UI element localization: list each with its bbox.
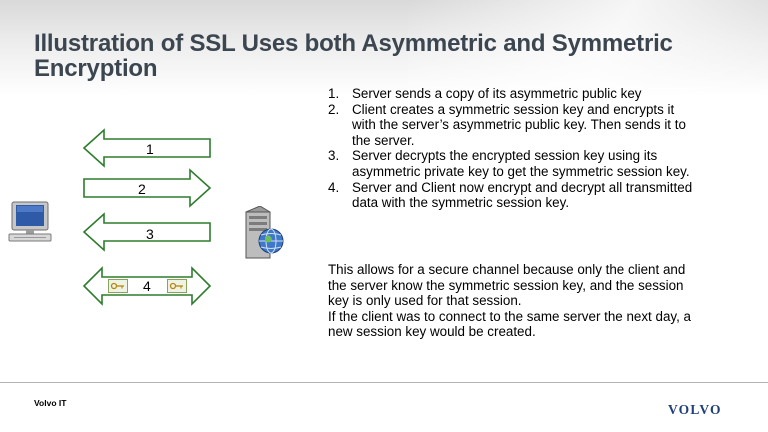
- explanation-text: This allows for a secure channel because…: [328, 262, 700, 340]
- computer-icon: [8, 201, 52, 242]
- volvo-logo-text: VOLVO: [668, 402, 722, 417]
- header-sheen: [408, 0, 768, 90]
- step-item: 1. Server sends a copy of its asymmetric …: [328, 86, 700, 102]
- step-number: 1.: [328, 86, 340, 101]
- steps-list: 1. Server sends a copy of its asymmetric …: [328, 86, 700, 211]
- arrow-4-bidirectional: [82, 266, 212, 306]
- explanation-paragraph: This allows for a secure channel because…: [328, 262, 686, 309]
- key-icon: [108, 279, 128, 293]
- key-icon: [167, 279, 187, 293]
- step-text: Server sends a copy of its asymmetric pu…: [352, 86, 642, 101]
- arrow-3-left: [82, 212, 211, 252]
- arrow-2-right: [83, 168, 212, 208]
- arrow-2-label: 2: [138, 181, 146, 197]
- slide-title: Illustration of SSL Uses both Asymmetric…: [34, 30, 673, 82]
- step-text: Client creates a symmetric session key a…: [352, 101, 686, 148]
- step-item: 3. Server decrypts the encrypted session …: [328, 148, 700, 179]
- step-text: Server and Client now encrypt and decryp…: [352, 179, 693, 211]
- arrow-1-label: 1: [146, 141, 154, 157]
- step-number: 4.: [328, 179, 340, 195]
- step-item: 2. Client creates a symmetric session key…: [328, 102, 700, 149]
- volvo-logo: VOLVO: [668, 402, 748, 418]
- arrow-1-left: [82, 128, 211, 168]
- step-number: 2.: [328, 101, 340, 117]
- arrow-4-label: 4: [143, 278, 151, 294]
- explanation-paragraph: If the client was to connect to the same…: [328, 308, 691, 340]
- footer-text: Volvo IT: [34, 398, 67, 408]
- step-text: Server decrypts the encrypted session ke…: [352, 148, 690, 179]
- footer-divider: [0, 382, 768, 383]
- server-globe-icon: [245, 206, 284, 259]
- arrow-3-label: 3: [146, 226, 154, 242]
- step-number: 3.: [328, 148, 340, 164]
- step-item: 4. Server and Client now encrypt and decr…: [328, 180, 700, 211]
